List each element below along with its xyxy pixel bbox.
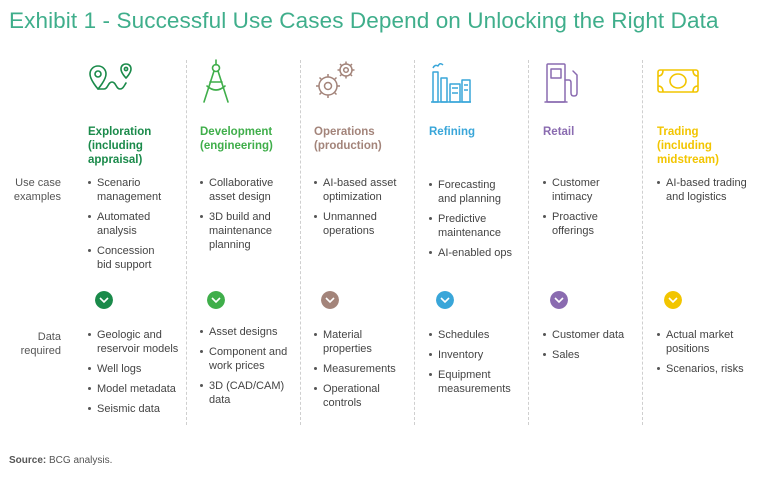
column-exploration: Exploration (including appraisal) Scenar… [88,58,188,428]
list-item: Model metadata [88,382,198,396]
refinery-icon [431,62,471,103]
list-item: Asset designs [200,325,310,339]
column-title: Retail [543,126,575,138]
chevron-down-icon [664,291,682,309]
column-divider [300,60,301,425]
drafting-compass-icon [203,59,229,103]
row-label-data: Data required [20,331,61,357]
list-item: 3D (CAD/CAM)data [200,379,310,407]
column-divider [186,60,187,425]
list-item: Well logs [88,362,198,376]
list-item: Measurements [314,362,424,376]
chevron-down-icon [321,291,339,309]
list-item: Schedules [429,328,539,342]
list-item: Inventory [429,348,539,362]
list-item: Scenarios, risks [657,362,767,376]
map-pin-route-icon [89,63,132,90]
list-item: Seismic data [88,402,198,416]
column-title: Refining [429,126,475,138]
list-item: Customer data [543,328,653,342]
data-list: Customer data Sales [543,328,653,368]
chevron-down-icon [550,291,568,309]
row-label-use-case: Use case examples [13,177,61,203]
column-title: Exploration (including appraisal) [88,126,152,166]
column-divider [528,60,529,425]
column-title: Trading (including midstream) [657,126,719,166]
list-item: Sales [543,348,653,362]
list-item: AI-enabled ops [429,246,539,260]
chevron-down-icon [436,291,454,309]
column-title: Development (engineering) [200,126,273,152]
fuel-pump-icon [544,63,578,103]
source-note: Source: BCG analysis. [9,455,113,466]
gears-icon [316,61,355,98]
column-divider [414,60,415,425]
banknote-icon [657,69,699,93]
chevron-down-icon [207,291,225,309]
column-title: Operations (production) [314,126,382,152]
page-title: Exhibit 1 - Successful Use Cases Depend … [9,8,719,33]
column-trading: Trading (including midstream) AI-based t… [657,58,757,428]
chevron-down-icon [95,291,113,309]
column-divider [642,60,643,425]
